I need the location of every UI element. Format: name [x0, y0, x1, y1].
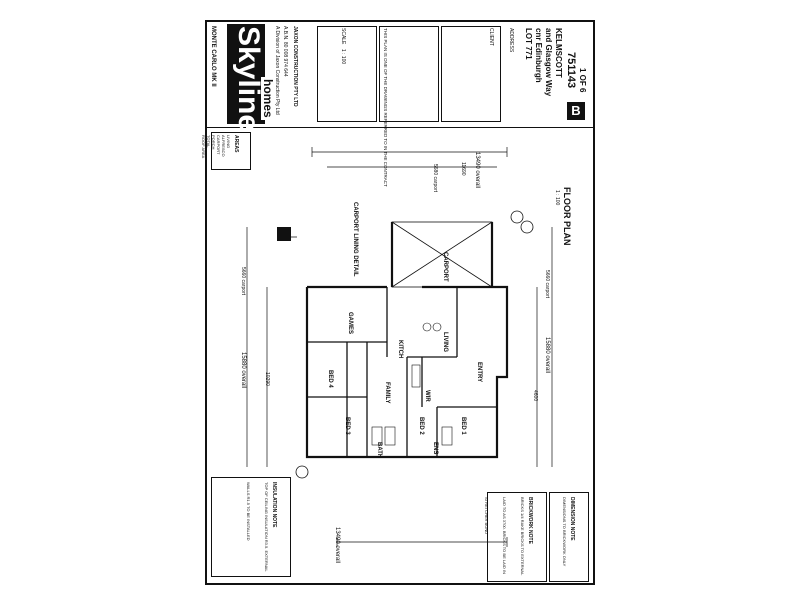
dim-4600: 4600 [532, 390, 538, 402]
builder-name: JAXON CONSTRUCTION PTY LTD [292, 26, 298, 107]
sheet-number: 1 OF 6 [578, 68, 587, 93]
dimension-note-box: DIMENSION NOTE DIMENSIONS TO BRICKWORK O… [549, 492, 589, 582]
insulation-text: TOP OF CEILING INSULATION R3.5. EXTERNAL… [246, 482, 269, 572]
revision-badge: B [567, 102, 585, 120]
scale-label: SCALE 1 : 100 [340, 28, 346, 65]
title-block: Skyline MONTE CARLO MK II homes A Divisi… [207, 22, 593, 187]
room-bed1: BED 1 [460, 417, 466, 435]
model-name: MONTE CARLO MK II [210, 26, 216, 87]
room-games: GAMES [347, 312, 353, 335]
room-bath: BATH [376, 442, 382, 459]
floor-plan-scale: 1 : 100 [554, 190, 560, 206]
carport-lining-label: CARPORT LINING DETAIL [352, 202, 358, 277]
brickwork-text: BRICKS 1/4 RAKE BRICKS TO EXTERNAL LAID … [484, 497, 525, 576]
room-wir: WIR [424, 390, 430, 402]
room-bed3: BED 3 [344, 417, 350, 435]
room-ensuite: ENS [432, 442, 438, 455]
room-carport: CARPORT [442, 252, 448, 282]
dim-10290: 10290 [264, 372, 270, 386]
areas-table: AREAS LIVING ALFRESCO CARPORT PORCH TOTA… [201, 132, 251, 170]
logo-box [227, 24, 265, 124]
floor-plan-drawing [246, 147, 553, 547]
room-bed4: BED 4 [327, 370, 333, 388]
revision-grid [317, 26, 377, 122]
overall-right-dim: 15880 overall [544, 337, 550, 374]
room-bed2: BED 2 [418, 417, 424, 435]
carport-dim-top: 5680 carport [432, 164, 438, 193]
dimension-text: DIMENSIONS TO BRICKWORK ONLY [562, 497, 567, 567]
overall-bottom-dim: 13490 overall [334, 527, 340, 564]
overall-left-dim: 15880 overall [240, 352, 246, 389]
carport-dim-right: 5660 carport [544, 270, 550, 299]
dim-11690: 11690 [460, 162, 466, 176]
brickwork-note-box: BRICKWORK NOTE BRICKS 1/4 RAKE BRICKS TO… [484, 492, 547, 582]
approval-grid [441, 26, 501, 122]
room-living: LIVING [442, 332, 448, 353]
room-family: FAMILY [384, 382, 390, 404]
insulation-note-box: INSULATION NOTE TOP OF CEILING INSULATIO… [211, 477, 291, 577]
room-entry: ENTRY [476, 362, 482, 383]
signature-grid [379, 26, 439, 122]
plan-sheet: Skyline MONTE CARLO MK II homes A Divisi… [201, 20, 595, 585]
lining-detail-block [277, 227, 291, 241]
carport-dim-left: 5660 carport [240, 267, 246, 296]
room-kitchen: KITCH [397, 340, 403, 359]
client-label: CLIENT [488, 28, 494, 46]
